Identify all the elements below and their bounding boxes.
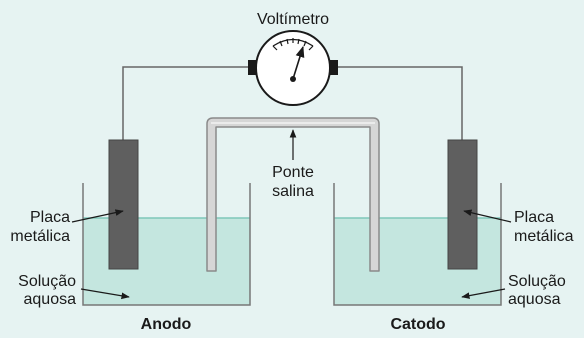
- left-wire: [122, 66, 250, 140]
- right-electrode-plate: [447, 139, 478, 270]
- right-solution-label-line1: Solução: [508, 273, 566, 290]
- left-electrode-plate: [108, 139, 139, 270]
- voltmeter-label: Voltímetro: [257, 11, 329, 28]
- right-solution-arrow: [461, 288, 506, 299]
- left-plate-label-line1: Placa: [30, 209, 70, 226]
- voltmeter-needle: [292, 45, 305, 80]
- voltmeter: [248, 30, 338, 106]
- salt-bridge: [206, 117, 380, 272]
- voltmeter-left-terminal: [248, 60, 258, 75]
- left-plate-label-line2: metálica: [10, 228, 70, 245]
- left-beaker: [82, 183, 251, 306]
- right-wire: [337, 66, 463, 140]
- cathode-label: Catodo: [390, 316, 445, 333]
- left-solution: [83, 218, 250, 305]
- voltmeter-ticks: [272, 38, 314, 51]
- left-solution-arrow: [80, 288, 130, 300]
- left-solution-label-line1: Solução: [18, 273, 76, 290]
- voltmeter-right-terminal: [328, 60, 338, 75]
- right-plate-label-line1: Placa: [514, 209, 554, 226]
- voltmeter-body: [255, 30, 331, 106]
- salt-bridge-label-line1: Ponte: [272, 164, 314, 181]
- right-beaker: [333, 183, 502, 306]
- right-plate-label-line2: metálica: [514, 228, 574, 245]
- left-solution-label-line2: aquosa: [24, 291, 77, 308]
- left-plate-arrow: [71, 209, 124, 223]
- voltmeter-pivot: [290, 76, 296, 82]
- anode-label: Anodo: [141, 316, 192, 333]
- right-solution-label-line2: aquosa: [508, 291, 561, 308]
- salt-bridge-label-line2: salina: [272, 183, 314, 200]
- right-plate-arrow: [463, 209, 512, 223]
